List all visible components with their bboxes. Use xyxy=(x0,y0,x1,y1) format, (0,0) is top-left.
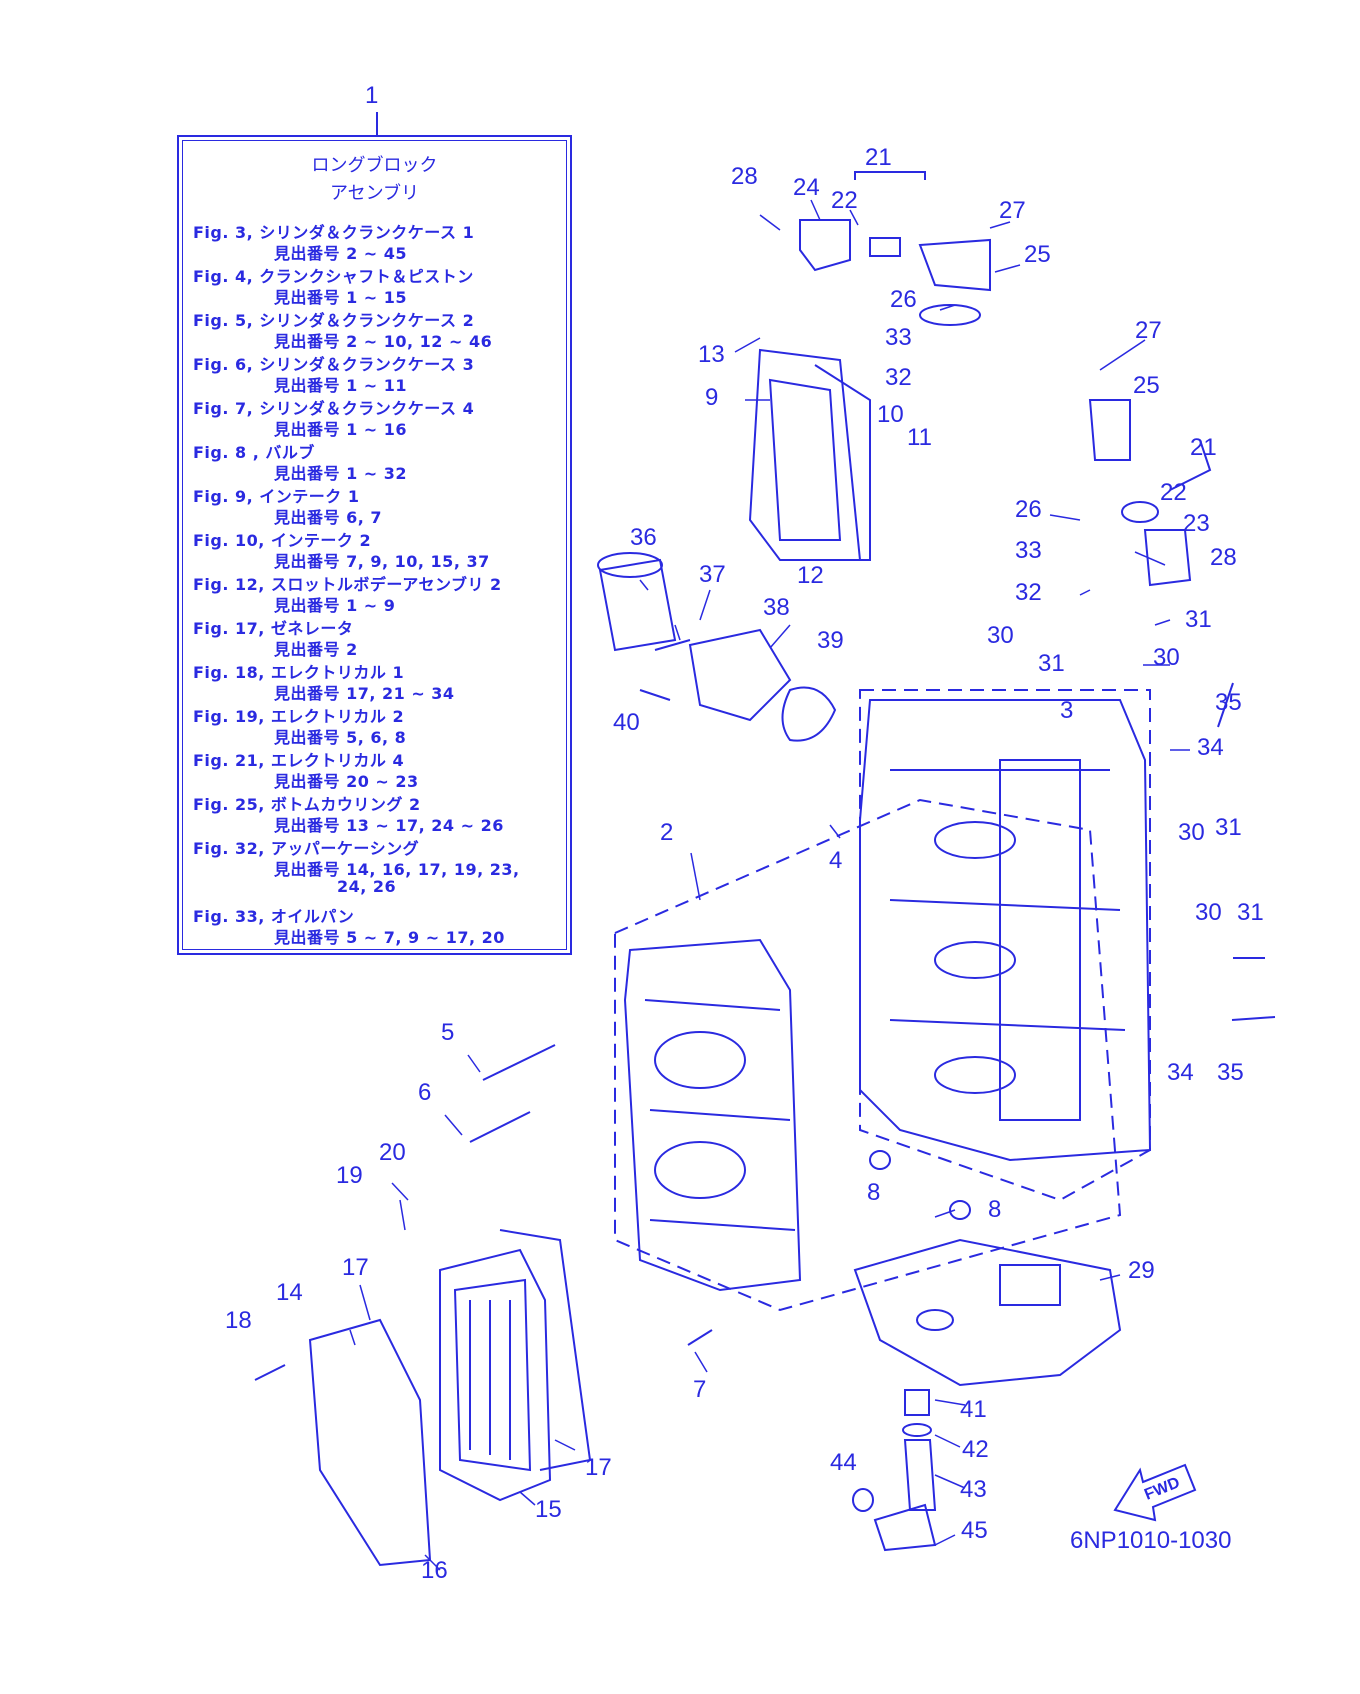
part-callout-17: 17 xyxy=(585,1454,612,1481)
part-callout-18: 18 xyxy=(225,1307,252,1334)
oil-filter-group xyxy=(597,552,837,742)
part-callout-43: 43 xyxy=(960,1476,987,1503)
part-callout-13: 13 xyxy=(698,341,725,368)
part-callout-21: 21 xyxy=(1190,434,1217,461)
intake-cover xyxy=(748,348,871,561)
part-callout-32: 32 xyxy=(885,364,912,391)
part-callout-30: 30 xyxy=(987,622,1014,649)
part-callout-26: 26 xyxy=(890,286,917,313)
part-callout-16: 16 xyxy=(421,1557,448,1584)
o-rings xyxy=(852,1150,971,1512)
part-callout-31: 31 xyxy=(1185,606,1212,633)
part-callout-7: 7 xyxy=(693,1376,706,1403)
part-callout-30: 30 xyxy=(1178,819,1205,846)
part-callout-11: 11 xyxy=(907,424,932,451)
block-outline-dashed xyxy=(614,689,1151,1312)
part-callout-28: 28 xyxy=(731,163,758,190)
part-callout-35: 35 xyxy=(1217,1059,1244,1086)
part-callout-33: 33 xyxy=(885,324,912,351)
part-callout-4: 4 xyxy=(829,847,842,874)
crankcase xyxy=(623,938,802,1292)
part-callout-39: 39 xyxy=(817,627,844,654)
part-callout-2: 2 xyxy=(660,819,673,846)
part-callout-41: 41 xyxy=(960,1396,987,1423)
part-callout-26: 26 xyxy=(1015,496,1042,523)
part-callout-6: 6 xyxy=(418,1079,431,1106)
part-callout-5: 5 xyxy=(441,1019,454,1046)
part-callout-40: 40 xyxy=(613,709,640,736)
part-callout-38: 38 xyxy=(763,594,790,621)
assembly-callout: 1 xyxy=(365,82,379,109)
part-callout-15: 15 xyxy=(535,1496,562,1523)
part-callout-27: 27 xyxy=(1135,317,1162,344)
part-callout-22: 22 xyxy=(1160,479,1187,506)
fwd-arrow-icon xyxy=(1113,1463,1197,1522)
part-callout-35: 35 xyxy=(1215,689,1242,716)
part-callout-3: 3 xyxy=(1060,697,1073,724)
part-callout-27: 27 xyxy=(999,197,1026,224)
callout-bracket xyxy=(1169,439,1212,491)
fwd-label: FWD xyxy=(1142,1474,1182,1503)
part-callout-20: 20 xyxy=(379,1139,406,1166)
part-callout-23: 23 xyxy=(1183,510,1210,537)
callout-bracket xyxy=(854,171,926,180)
part-callout-24: 24 xyxy=(793,174,820,201)
part-callout-34: 34 xyxy=(1167,1059,1194,1086)
part-callout-12: 12 xyxy=(797,562,824,589)
part-callout-36: 36 xyxy=(630,524,657,551)
part-callout-30: 30 xyxy=(1195,899,1222,926)
part-callout-31: 31 xyxy=(1038,650,1065,677)
part-callout-34: 34 xyxy=(1197,734,1224,761)
cylinder-block xyxy=(859,699,1152,1162)
part-callout-33: 33 xyxy=(1015,537,1042,564)
part-callout-21: 21 xyxy=(865,144,892,171)
part-callout-30: 30 xyxy=(1153,644,1180,671)
part-callout-25: 25 xyxy=(1024,241,1051,268)
part-callout-17: 17 xyxy=(342,1254,369,1281)
part-callout-8: 8 xyxy=(988,1196,1001,1223)
part-callout-8: 8 xyxy=(867,1179,880,1206)
part-callout-14: 14 xyxy=(276,1279,303,1306)
part-callout-25: 25 xyxy=(1133,372,1160,399)
part-callout-22: 22 xyxy=(831,187,858,214)
part-callout-42: 42 xyxy=(962,1436,989,1463)
part-callout-29: 29 xyxy=(1128,1257,1155,1284)
part-callout-31: 31 xyxy=(1237,899,1264,926)
base-gasket xyxy=(853,1238,1122,1387)
part-callout-32: 32 xyxy=(1015,579,1042,606)
part-callout-28: 28 xyxy=(1210,544,1237,571)
thermostat-housing xyxy=(799,219,1192,587)
bolts xyxy=(254,639,1276,1381)
diagram-reference-code: 6NP1010-1030 xyxy=(1070,1527,1232,1554)
part-callout-10: 10 xyxy=(877,401,904,428)
part-callout-37: 37 xyxy=(699,561,726,588)
part-callout-31: 31 xyxy=(1215,814,1242,841)
oil-strainer xyxy=(873,1389,937,1552)
part-callout-44: 44 xyxy=(830,1449,857,1476)
leader-lines xyxy=(349,199,1190,1571)
part-callout-9: 9 xyxy=(705,384,718,411)
part-callout-19: 19 xyxy=(336,1162,363,1189)
part-callout-45: 45 xyxy=(961,1517,988,1544)
